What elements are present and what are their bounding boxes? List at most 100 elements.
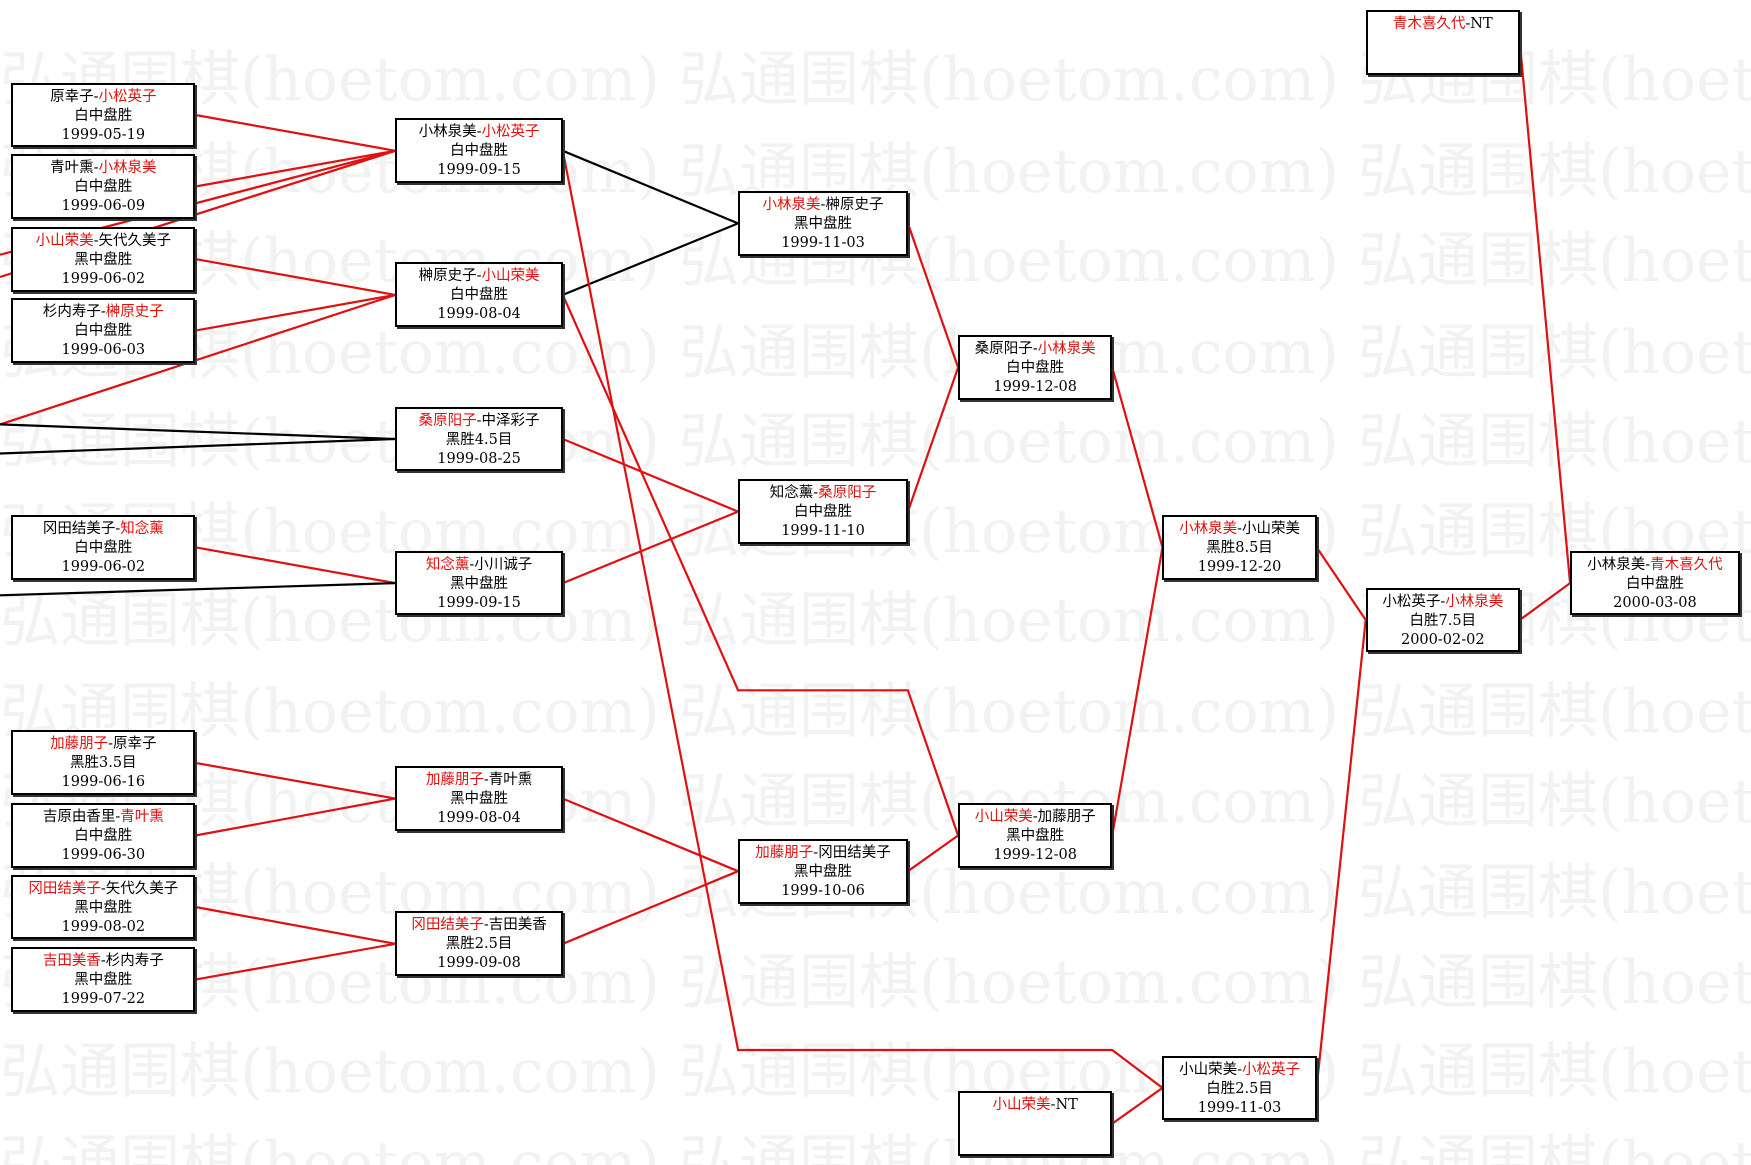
loser-name[interactable]: 小山荣美	[1241, 520, 1300, 537]
winner-name[interactable]: 小林泉美	[98, 160, 157, 177]
players-line: 吉原由香里-青叶熏	[13, 808, 193, 827]
winner-name[interactable]: 青叶熏	[120, 809, 164, 826]
winner-name[interactable]: 加藤朋子	[425, 772, 484, 789]
winner-name[interactable]: 知念薰	[425, 556, 470, 573]
winner-name[interactable]: 知念薰	[120, 520, 164, 537]
loser-name[interactable]: 小林泉美	[418, 124, 477, 141]
winner-name[interactable]: 吉田美香	[42, 953, 101, 970]
bracket-connector	[195, 546, 396, 585]
bracket-connector	[562, 149, 739, 225]
loser-name[interactable]: 榊原史子	[418, 268, 477, 285]
bracket-connector	[195, 761, 396, 800]
loser-name[interactable]: 原幸子	[50, 88, 94, 105]
loser-name[interactable]: 知念薰	[769, 485, 814, 502]
winner-name[interactable]: 小山荣美	[35, 232, 94, 249]
players-line: 小林泉美-青木喜久代	[1572, 556, 1738, 575]
loser-name[interactable]: 原幸子	[112, 736, 157, 753]
game-result: 黑中盘胜	[794, 216, 852, 232]
winner-name[interactable]: 小松英子	[98, 88, 157, 105]
loser-name[interactable]: 小川诚子	[474, 556, 533, 573]
bracket-connector	[562, 797, 739, 873]
players-line: 榊原史子-小山荣美	[397, 267, 561, 286]
players-line: 冈田结美子-知念薰	[13, 520, 193, 539]
players-line: 桑原阳子-小林泉美	[960, 340, 1110, 359]
loser-name[interactable]: 加藤朋子	[1037, 809, 1096, 826]
bracket-connector	[561, 150, 1164, 1089]
players-line: 知念薰-桑原阳子	[740, 484, 906, 503]
winner-name[interactable]: 小松英子	[481, 124, 540, 141]
game-result: 白中盘胜	[450, 287, 509, 304]
players-line: 小山荣美-矢代久美子	[13, 232, 193, 251]
winner-name[interactable]: 加藤朋子	[755, 844, 814, 861]
winner-name[interactable]: 冈田结美子	[411, 917, 484, 934]
winner-name[interactable]: 青木喜久代	[1392, 16, 1466, 33]
loser-name[interactable]: 榊原史子	[825, 197, 884, 213]
winner-name[interactable]: 小山荣美	[974, 809, 1033, 826]
winner-name[interactable]: 小林泉美	[762, 197, 821, 213]
winner-name[interactable]: 加藤朋子	[50, 736, 109, 753]
loser-name[interactable]: NT	[1055, 1097, 1078, 1114]
winner-name[interactable]: 小松英子	[1241, 1061, 1300, 1078]
winner-name[interactable]: 小林泉美	[1445, 593, 1504, 610]
game-box[interactable]: 小山荣美-NT	[958, 1091, 1113, 1157]
loser-name[interactable]: 小山荣美	[1179, 1061, 1238, 1078]
winner-name[interactable]: 小林泉美	[1179, 520, 1238, 537]
loser-name[interactable]: 杉内寿子	[105, 953, 164, 970]
loser-name[interactable]: 中泽彩子	[481, 412, 540, 429]
loser-name[interactable]: 小林泉美	[1587, 556, 1646, 573]
winner-name[interactable]: 桑原阳子	[818, 485, 877, 502]
game-result: 白中盘胜	[450, 143, 509, 160]
loser-name[interactable]: 杉内寿子	[42, 304, 101, 321]
loser-name[interactable]: 青叶熏	[50, 160, 94, 177]
loser-name[interactable]: 冈田结美子	[42, 520, 116, 537]
loser-name[interactable]: 桑原阳子	[974, 341, 1033, 358]
game-date: 1999-05-19	[61, 126, 146, 143]
loser-name[interactable]: 青叶熏	[488, 772, 533, 789]
bracket-connector	[0, 582, 396, 597]
winner-name[interactable]: 小林泉美	[1037, 341, 1096, 358]
winner-name[interactable]: 冈田结美子	[28, 880, 101, 897]
winner-name[interactable]: 青木喜久代	[1650, 556, 1723, 573]
winner-name[interactable]: 榊原史子	[105, 304, 164, 321]
bracket-connector	[195, 258, 396, 296]
loser-name[interactable]: 矢代久美子	[98, 232, 171, 249]
winner-name[interactable]: 小山荣美	[481, 268, 540, 285]
bracket-connector	[907, 834, 959, 873]
winner-name[interactable]: 桑原阳子	[418, 412, 477, 429]
loser-name[interactable]: 吉原由香里	[42, 809, 116, 826]
game-box[interactable]: 青木喜久代-NT	[1365, 10, 1520, 75]
loser-name[interactable]: 矢代久美子	[105, 880, 179, 897]
game-date: 1999-08-02	[61, 918, 146, 935]
loser-name[interactable]: 小松英子	[1382, 593, 1441, 610]
winner-name[interactable]: 小山荣美	[992, 1097, 1051, 1114]
bracket-connector	[562, 437, 739, 513]
loser-name[interactable]: 冈田结美子	[818, 844, 891, 861]
loser-name[interactable]: NT	[1470, 16, 1493, 33]
loser-name[interactable]: 吉田美香	[488, 917, 547, 934]
